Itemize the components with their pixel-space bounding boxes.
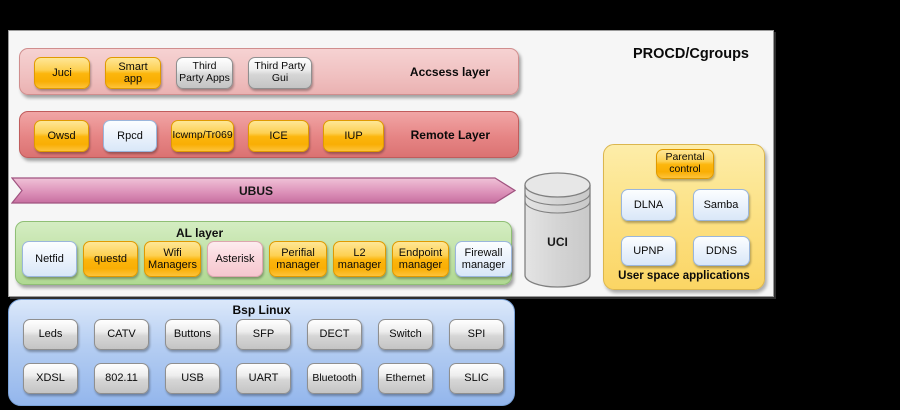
node-spi: SPI xyxy=(449,319,504,350)
ubus-bus-ribbon: UBUS xyxy=(11,177,516,204)
remote-layer-label: Remote Layer xyxy=(410,127,490,142)
node-uart: UART xyxy=(236,363,291,394)
node-leds: Leds xyxy=(23,319,78,350)
node-upnp: UPNP xyxy=(621,236,676,266)
node-iup: IUP xyxy=(323,120,384,152)
node-dect: DECT xyxy=(307,319,362,350)
procd-cgroups-container: PROCD/Cgroups Juci Smart app Third Party… xyxy=(8,30,774,297)
node-icwmp-tr069: Icwmp/Tr069 xyxy=(171,120,234,152)
node-sfp: SFP xyxy=(236,319,291,350)
ubus-label: UBUS xyxy=(238,183,273,198)
access-layer-box: Juci Smart app Third Party Apps Third Pa… xyxy=(19,48,519,95)
container-title: PROCD/Cgroups xyxy=(633,46,749,62)
user-space-applications-box: Parental control DLNA Samba UPNP DDNS Us… xyxy=(603,144,765,290)
node-buttons: Buttons xyxy=(165,319,220,350)
node-l2-manager: L2 manager xyxy=(333,241,386,277)
node-questd: questd xyxy=(83,241,138,277)
node-rpcd: Rpcd xyxy=(103,120,157,152)
uci-label: UCI xyxy=(547,235,568,249)
cylinder-shape xyxy=(524,172,591,288)
node-samba: Samba xyxy=(693,189,749,221)
node-asterisk: Asterisk xyxy=(207,241,263,277)
node-third-party-gui: Third Party Gui xyxy=(248,57,312,89)
remote-layer-box: Owsd Rpcd Icwmp/Tr069 ICE IUP Remote Lay… xyxy=(19,111,519,158)
user-space-applications-label: User space applications xyxy=(618,270,750,282)
node-dlna: DLNA xyxy=(621,189,676,221)
node-owsd: Owsd xyxy=(34,120,89,152)
al-layer-label: AL layer xyxy=(176,226,224,240)
node-juci: Juci xyxy=(34,57,90,89)
node-xdsl: XDSL xyxy=(23,363,78,394)
node-ethernet: Ethernet xyxy=(378,363,433,394)
access-layer-label: Accsess layer xyxy=(409,64,490,79)
node-ddns: DDNS xyxy=(693,236,750,266)
node-switch: Switch xyxy=(378,319,433,350)
node-netfid: Netfid xyxy=(22,241,77,277)
node-ice: ICE xyxy=(248,120,309,152)
al-layer-nodes: Netfid questd Wifi Managers Asterisk Per… xyxy=(22,241,512,277)
access-layer-nodes: Juci Smart app Third Party Apps Third Pa… xyxy=(34,57,312,89)
uci-database-cylinder: UCI xyxy=(524,171,591,289)
bsp-row-1: Leds CATV Buttons SFP DECT Switch SPI xyxy=(23,319,504,350)
node-smart-app: Smart app xyxy=(105,57,161,89)
node-80211: 802.11 xyxy=(94,363,149,394)
node-bluetooth: Bluetooth xyxy=(307,363,362,394)
bsp-row-2: XDSL 802.11 USB UART Bluetooth Ethernet … xyxy=(23,363,504,394)
node-endpoint-manager: Endpoint manager xyxy=(392,241,449,277)
node-catv: CATV xyxy=(94,319,149,350)
node-firewall-manager: Firewall manager xyxy=(455,241,512,277)
node-slic: SLIC xyxy=(449,363,504,394)
node-usb: USB xyxy=(165,363,220,394)
ubus-ribbon-shape xyxy=(11,177,516,204)
node-wifi-managers: Wifi Managers xyxy=(144,241,201,277)
al-layer-box: AL layer Netfid questd Wifi Managers Ast… xyxy=(15,221,512,285)
remote-layer-nodes: Owsd Rpcd Icwmp/Tr069 ICE IUP xyxy=(34,120,384,152)
node-parental-control: Parental control xyxy=(656,149,714,179)
node-third-party-apps: Third Party Apps xyxy=(176,57,233,89)
bsp-linux-box: Bsp Linux Leds CATV Buttons SFP DECT Swi… xyxy=(8,299,515,406)
bsp-linux-label: Bsp Linux xyxy=(232,303,291,317)
node-perifial-manager: Perifial manager xyxy=(269,241,327,277)
